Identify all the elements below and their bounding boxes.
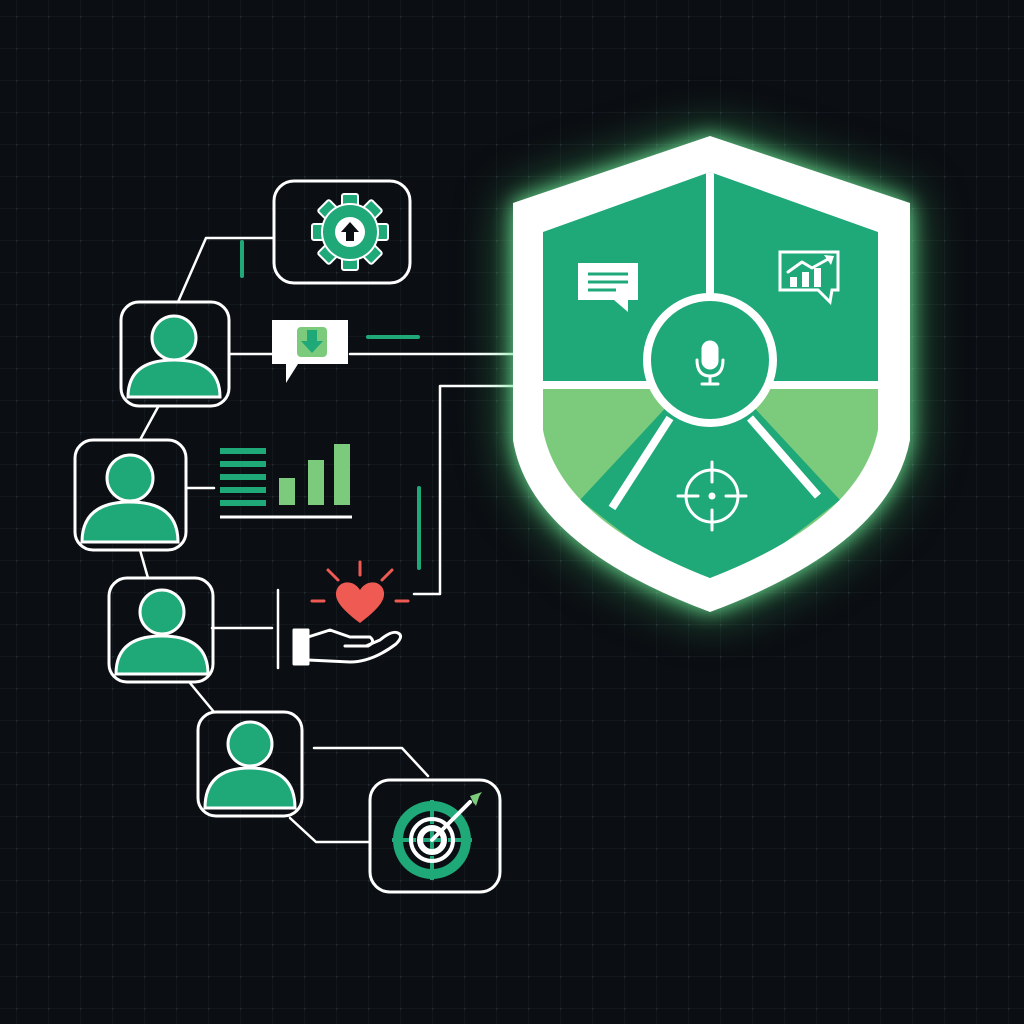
person-node-2 <box>73 438 188 552</box>
connector-lines <box>138 236 515 844</box>
microphone-icon <box>695 340 725 386</box>
connector-person4-target <box>312 746 430 778</box>
heart-sparkles <box>310 560 410 603</box>
person-head <box>226 720 274 768</box>
open-hand-icon <box>292 628 403 666</box>
target-card <box>368 778 502 894</box>
connector-person3-person4 <box>188 681 216 714</box>
shield-segment-bottom-center <box>580 360 840 578</box>
person-head <box>138 588 186 636</box>
target-arrow-icon <box>392 792 482 880</box>
gear-upload-card <box>272 179 412 285</box>
person-body <box>203 766 297 810</box>
card-frame <box>272 179 412 285</box>
connector-person4-target-lower <box>288 816 372 844</box>
connector-person1-person2 <box>138 405 160 442</box>
chat-download-icon <box>272 320 348 383</box>
heart-icon <box>335 582 385 623</box>
bar-chart-icon <box>220 444 352 519</box>
upload-arrow-icon <box>341 222 359 241</box>
person-frame <box>107 576 215 684</box>
analytics-chat-icon <box>778 250 840 306</box>
person-body <box>126 358 222 399</box>
person-frame <box>73 438 188 552</box>
card-frame <box>368 778 502 894</box>
chat-bubble-icon <box>578 263 638 312</box>
connector-hand-shield <box>412 384 515 596</box>
gear-icon <box>311 193 389 271</box>
person-node-4 <box>196 710 304 818</box>
person-frame <box>196 710 304 818</box>
person-body <box>114 634 210 676</box>
person-head <box>150 314 198 362</box>
security-shield <box>513 136 910 612</box>
accent-dashes <box>240 240 421 570</box>
hand-heart-icon <box>292 560 410 666</box>
crosshair-icon <box>676 460 748 532</box>
connector-person2-person3 <box>138 548 150 580</box>
person-node-1 <box>119 300 231 408</box>
person-body <box>80 500 180 544</box>
person-head <box>105 453 155 503</box>
person-frame <box>119 300 231 408</box>
person-node-3 <box>107 576 215 684</box>
download-arrow-icon <box>301 330 323 353</box>
connector-person1-gear <box>176 236 276 304</box>
